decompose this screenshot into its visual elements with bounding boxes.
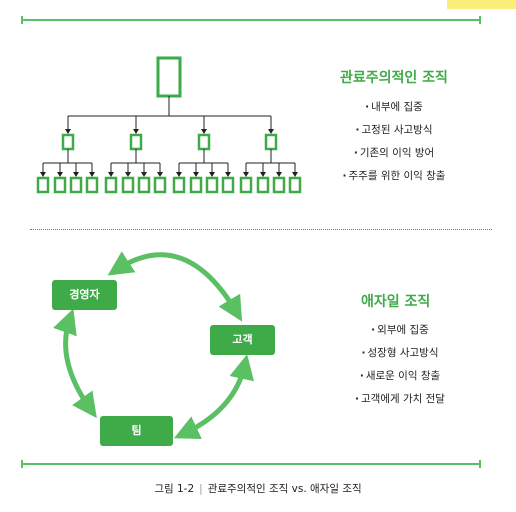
node-customer: 고객 (210, 325, 275, 355)
agile-bullet: 새로운 이익 창출 (290, 365, 510, 388)
hierarchy-chart (36, 56, 302, 194)
node-management: 경영자 (52, 280, 117, 310)
figure-caption: 그림 1-2 | 관료주의적인 조직 vs. 애자일 조직 (0, 481, 516, 496)
arrowhead (65, 129, 71, 134)
hierarchical-bullet: 고정된 사고방식 (284, 119, 504, 142)
arrowhead (73, 172, 79, 177)
hierarchical-bullets: 내부에 집중 고정된 사고방식 기존의 이익 방어 주주를 위한 이익 창출 (284, 96, 504, 188)
leaf-box (69, 176, 83, 194)
arrowhead (225, 172, 231, 177)
arrowhead (268, 129, 274, 134)
agile-bullets: 외부에 집중 성장형 사고방식 새로운 이익 창출 고객에게 가치 전달 (290, 319, 510, 411)
leaf-box (53, 176, 67, 194)
leaf-box (36, 176, 50, 194)
arrowhead (133, 129, 139, 134)
section-divider (30, 229, 492, 230)
top-rule (21, 16, 481, 24)
arrow-management-to-customer (107, 251, 243, 322)
hierarchical-bullet: 주주를 위한 이익 창출 (284, 165, 504, 188)
arrowhead (276, 172, 282, 177)
arrowhead (89, 172, 95, 177)
arrow-customer-to-team (173, 354, 255, 440)
leaf-box (153, 176, 167, 194)
highlight-marker (447, 0, 516, 9)
agile-cycle (53, 251, 255, 440)
leaf-box (239, 176, 253, 194)
arrowhead (57, 172, 63, 177)
arrowhead (209, 172, 215, 177)
leaf-box (172, 176, 186, 194)
agile-bullet: 고객에게 가치 전달 (290, 388, 510, 411)
leaf-box (256, 176, 270, 194)
leaf-box (189, 176, 203, 194)
bottom-rule (21, 460, 481, 468)
leaf-box (205, 176, 219, 194)
arrowhead (193, 172, 199, 177)
arrowhead (176, 172, 182, 177)
arrowhead (260, 172, 266, 177)
agile-bullet: 외부에 집중 (290, 319, 510, 342)
leaf-box (137, 176, 151, 194)
arrowhead (243, 172, 249, 177)
caption-separator: | (199, 483, 203, 495)
arrowhead (40, 172, 46, 177)
agile-bullet: 성장형 사고방식 (290, 342, 510, 365)
arrowhead (157, 172, 163, 177)
caption-text: 관료주의적인 조직 vs. 애자일 조직 (207, 483, 362, 495)
arrowhead (141, 172, 147, 177)
leaf-box (121, 176, 135, 194)
arrow-team-to-management (53, 308, 97, 419)
hierarchical-title: 관료주의적인 조직 (340, 70, 448, 86)
node-team: 팀 (100, 416, 173, 446)
leaf-box (221, 176, 235, 194)
agile-title: 애자일 조직 (361, 294, 431, 310)
arrowhead (125, 172, 131, 177)
hierarchical-bullet: 내부에 집중 (284, 96, 504, 119)
hierarchical-bullet: 기존의 이익 방어 (284, 142, 504, 165)
caption-figure-number: 그림 1-2 (154, 483, 195, 495)
arrowhead (201, 129, 207, 134)
arrowhead (108, 172, 114, 177)
leaf-box (104, 176, 118, 194)
leaf-box (85, 176, 99, 194)
